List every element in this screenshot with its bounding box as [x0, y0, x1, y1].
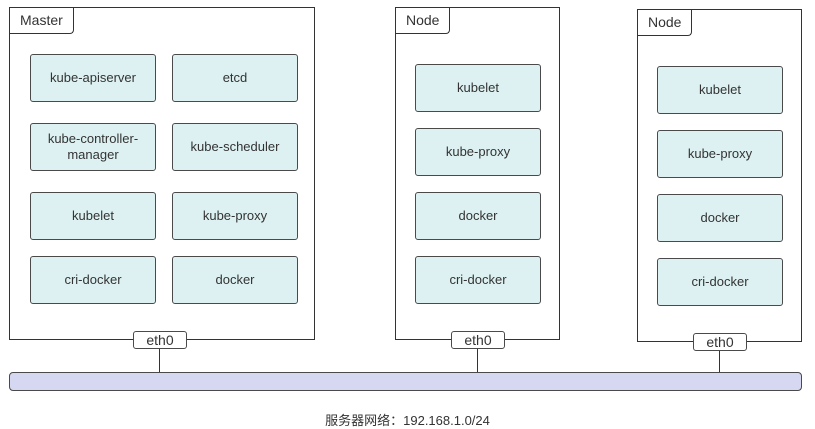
node2-component-kube-proxy: kube-proxy	[657, 130, 783, 178]
master-eth0-label: eth0	[133, 331, 187, 349]
node2-host-title: Node	[638, 10, 693, 36]
master-component-docker: docker	[172, 256, 298, 304]
node2-network-link	[719, 350, 720, 372]
node2-host: Node kubelet kube-proxy docker cri-docke…	[637, 9, 802, 342]
master-component-kube-proxy: kube-proxy	[172, 192, 298, 240]
node1-component-cri-docker: cri-docker	[415, 256, 541, 304]
server-network-bar	[9, 372, 802, 391]
node1-component-kubelet: kubelet	[415, 64, 541, 112]
master-component-kube-controller-manager: kube-controller-manager	[30, 123, 156, 171]
master-component-kubelet: kubelet	[30, 192, 156, 240]
master-network-link	[159, 348, 160, 372]
master-host: Master kube-apiserver etcd kube-controll…	[9, 7, 315, 340]
node2-component-cri-docker: cri-docker	[657, 258, 783, 306]
node1-component-kube-proxy: kube-proxy	[415, 128, 541, 176]
master-component-kube-scheduler: kube-scheduler	[172, 123, 298, 171]
node1-component-docker: docker	[415, 192, 541, 240]
node2-component-docker: docker	[657, 194, 783, 242]
master-component-etcd: etcd	[172, 54, 298, 102]
server-network-label: 服务器网络：192.168.1.0/24	[325, 413, 490, 428]
node1-network-link	[477, 348, 478, 372]
node1-eth0-label: eth0	[451, 331, 505, 349]
node1-host-title: Node	[396, 8, 451, 34]
master-host-title: Master	[10, 8, 74, 34]
master-component-cri-docker: cri-docker	[30, 256, 156, 304]
node2-eth0-label: eth0	[693, 333, 747, 351]
node2-component-kubelet: kubelet	[657, 66, 783, 114]
master-component-kube-apiserver: kube-apiserver	[30, 54, 156, 102]
node1-host: Node kubelet kube-proxy docker cri-docke…	[395, 7, 560, 340]
